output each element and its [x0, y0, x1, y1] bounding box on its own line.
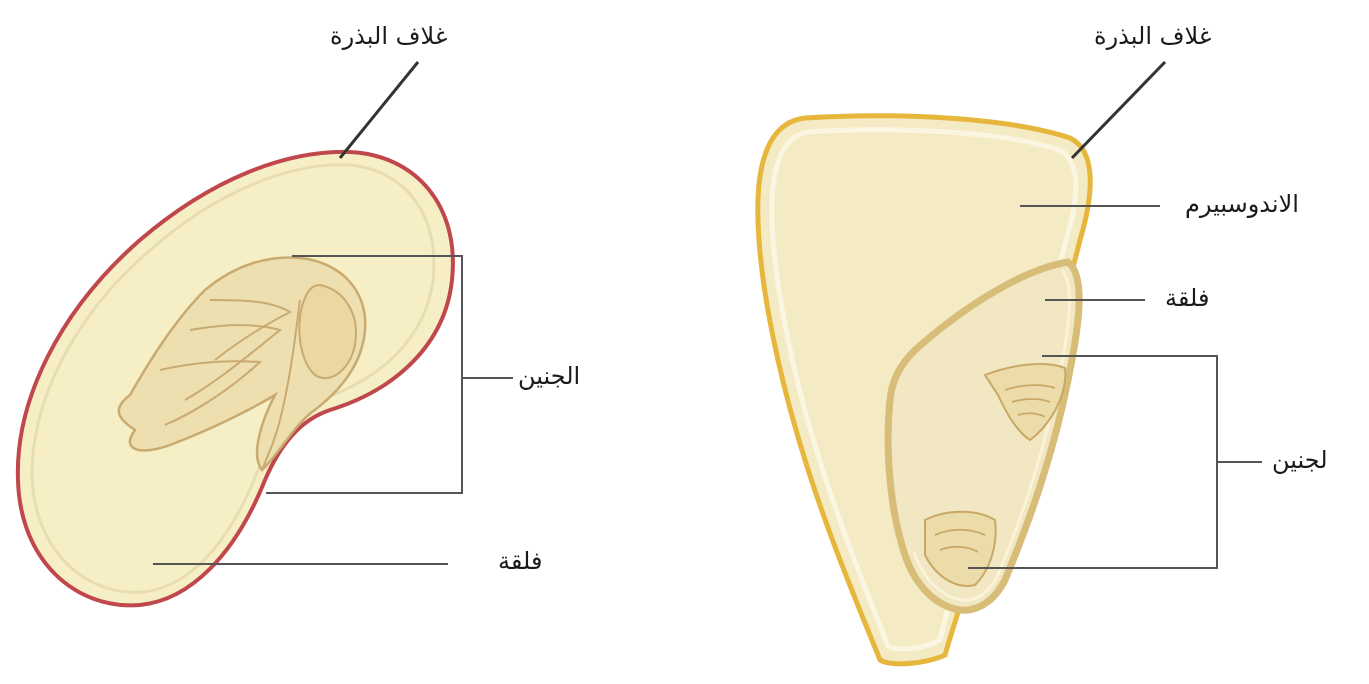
right-cotyledon-label: فلقة: [1165, 286, 1209, 310]
right-seed-coat-label: غلاف البذرة: [1094, 24, 1211, 48]
left-embryo-label: الجنين: [518, 364, 580, 388]
right-endosperm-label: الاندوسبيرم: [1185, 192, 1299, 216]
left-seed-coat-label: غلاف البذرة: [330, 24, 447, 48]
left-seed-coat-leader: [340, 62, 418, 158]
left-seed: [18, 62, 513, 605]
right-seed-coat-leader: [1072, 62, 1165, 158]
left-cotyledon-label: فلقة: [498, 549, 542, 573]
right-seed: [758, 62, 1262, 664]
right-embryo-label: لجنين: [1272, 448, 1328, 472]
